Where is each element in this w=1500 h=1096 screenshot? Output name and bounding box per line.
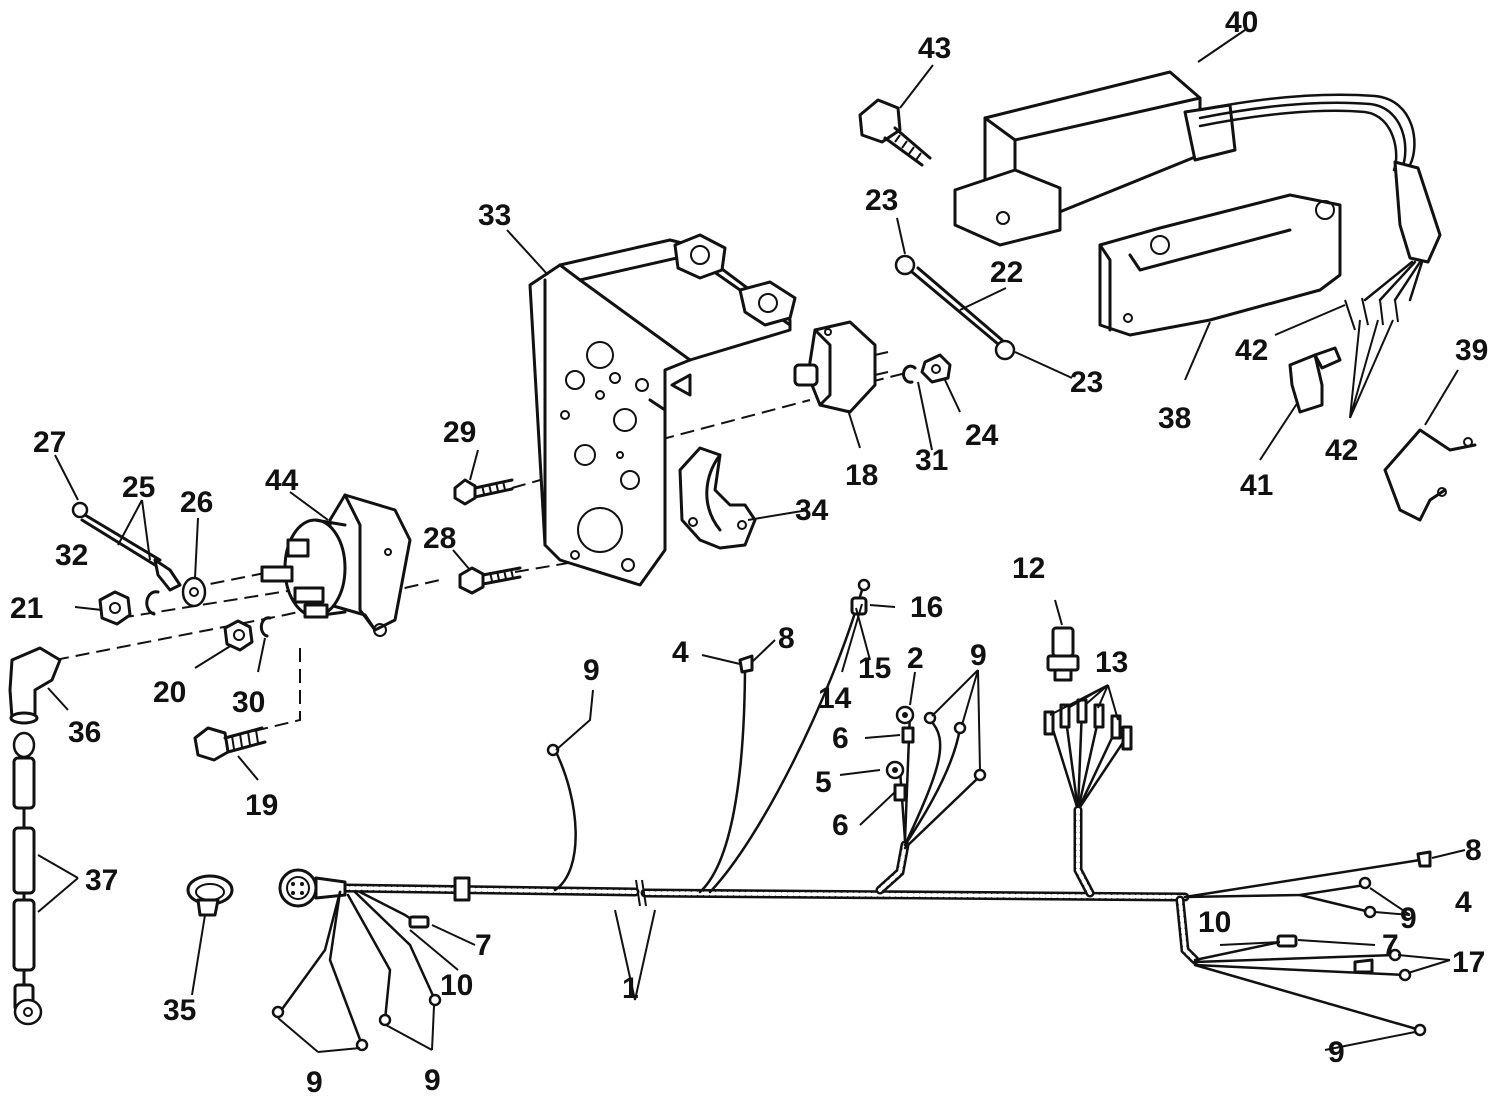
callout-34: 34 [795, 494, 829, 527]
callout-8: 8 [1465, 834, 1482, 867]
callout-9: 9 [1400, 902, 1417, 935]
callout-33: 33 [478, 199, 511, 232]
callout-7: 7 [1382, 929, 1399, 962]
wiring-harness-part-1 [271, 578, 1432, 1052]
lockwasher-part-32 [145, 590, 160, 616]
cable-part-25 [71, 501, 182, 592]
nut-part-20 [223, 619, 254, 652]
mounting-plate-part-33 [528, 233, 797, 587]
callout-12: 12 [1012, 552, 1045, 585]
callout-44: 44 [265, 464, 299, 497]
callout-14: 14 [818, 682, 852, 715]
callout-36: 36 [68, 716, 101, 749]
callout-6: 6 [832, 809, 849, 842]
lockwasher-part-31 [902, 364, 917, 384]
callout-13: 13 [1095, 646, 1128, 679]
callout-37: 37 [85, 864, 118, 897]
callout-30: 30 [232, 686, 265, 719]
bolt-part-43 [858, 98, 932, 167]
callout-20: 20 [153, 676, 186, 709]
callout-27: 27 [33, 426, 66, 459]
callout-29: 29 [443, 416, 476, 449]
connector-leads-part-13 [1043, 698, 1133, 812]
callout-6: 6 [832, 722, 849, 755]
callout-23: 23 [865, 184, 898, 217]
callout-labels: 1 2 4 4 5 6 6 7 7 8 8 9 9 9 9 9 9 10 10 … [10, 6, 1488, 1096]
nut-part-21 [98, 590, 132, 626]
callout-25: 25 [122, 471, 155, 504]
screw-part-29 [453, 478, 514, 506]
callout-42: 42 [1325, 434, 1358, 467]
battery-cable-part-37 [12, 731, 43, 1026]
callout-28: 28 [423, 522, 456, 555]
callout-23: 23 [1070, 366, 1103, 399]
callout-31: 31 [915, 444, 948, 477]
ignition-module-part-40 [953, 70, 1442, 302]
callout-38: 38 [1158, 402, 1191, 435]
sender-part-12 [1046, 626, 1080, 682]
callout-35: 35 [163, 994, 196, 1027]
callout-9: 9 [970, 639, 987, 672]
callout-26: 26 [180, 486, 213, 519]
callout-9: 9 [1328, 1036, 1345, 1069]
callout-43: 43 [918, 32, 951, 65]
callout-42: 42 [1235, 334, 1268, 367]
switch-part-18 [793, 320, 889, 414]
callout-15: 15 [858, 652, 891, 685]
callout-18: 18 [845, 459, 878, 492]
callout-41: 41 [1240, 469, 1273, 502]
terminal-ring-part-26 [181, 576, 207, 608]
terminal-boot-part-36 [8, 646, 62, 725]
bolt-part-19 [193, 726, 267, 762]
callout-19: 19 [245, 789, 278, 822]
terminals-part-42 [1344, 297, 1399, 331]
callout-16: 16 [910, 591, 943, 624]
ground-strap-part-22 [894, 254, 1016, 361]
callout-9: 9 [424, 1064, 441, 1096]
callout-1: 1 [622, 972, 639, 1005]
callout-2: 2 [907, 642, 924, 675]
callout-10: 10 [440, 969, 473, 1002]
callout-4: 4 [672, 636, 689, 669]
leader-lines [37, 29, 1466, 1053]
callout-7: 7 [475, 929, 492, 962]
callout-32: 32 [55, 539, 88, 572]
callout-9: 9 [306, 1066, 323, 1096]
callout-5: 5 [815, 766, 832, 799]
callout-22: 22 [990, 256, 1023, 289]
module-bracket-part-38 [1098, 193, 1342, 337]
clamp-bracket-part-34 [678, 446, 757, 550]
callout-4: 4 [1455, 886, 1472, 919]
nut-part-24 [920, 353, 952, 384]
callout-10: 10 [1198, 906, 1231, 939]
connector-part-41 [1288, 346, 1342, 414]
callout-8: 8 [778, 622, 795, 655]
screw-part-28 [458, 566, 522, 595]
cable-clip-part-39 [1383, 428, 1477, 522]
callout-39: 39 [1455, 334, 1488, 367]
solenoid-part-44 [260, 493, 412, 637]
lockwasher-part-30 [259, 616, 272, 638]
callout-21: 21 [10, 592, 43, 625]
callout-40: 40 [1225, 6, 1258, 39]
hose-clamp-part-35 [186, 874, 234, 917]
callout-17: 17 [1452, 946, 1485, 979]
callout-24: 24 [965, 419, 999, 452]
callout-9: 9 [583, 654, 600, 687]
